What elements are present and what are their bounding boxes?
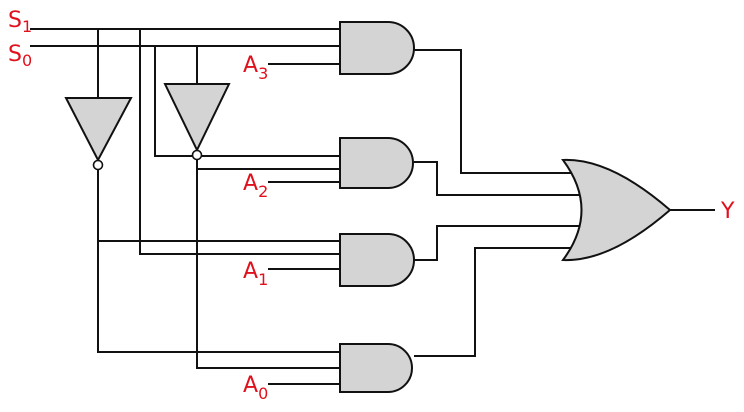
or-gate	[561, 158, 672, 262]
inverter-s1	[64, 97, 133, 171]
wire-and2-out	[414, 161, 580, 196]
wire-and3-out	[414, 49, 575, 174]
label-a1: A1	[243, 259, 268, 289]
label-s0: S0	[8, 42, 32, 70]
wire-and1-out	[414, 225, 580, 261]
label-a2: A2	[243, 171, 268, 201]
wires	[30, 28, 715, 385]
and-gate-1	[339, 233, 415, 287]
and-gate-3	[339, 21, 415, 75]
inverter-s0-bubble	[191, 149, 203, 161]
inverter-s1-bubble	[92, 159, 104, 171]
and-gate-2	[339, 137, 414, 189]
wire-s1-true-bus	[139, 29, 340, 255]
label-s1: S1	[8, 8, 32, 36]
and-gate-0	[339, 343, 413, 393]
label-a3: A3	[243, 53, 268, 83]
wire-s0-true-bus	[154, 46, 340, 157]
wire-s1-not-bus	[97, 170, 340, 353]
wire-and0-out	[414, 247, 575, 357]
label-y: Y	[720, 199, 735, 224]
inverter-s0	[163, 83, 231, 161]
wire-s0-not-bus	[196, 160, 340, 369]
label-a0: A0	[243, 373, 268, 403]
